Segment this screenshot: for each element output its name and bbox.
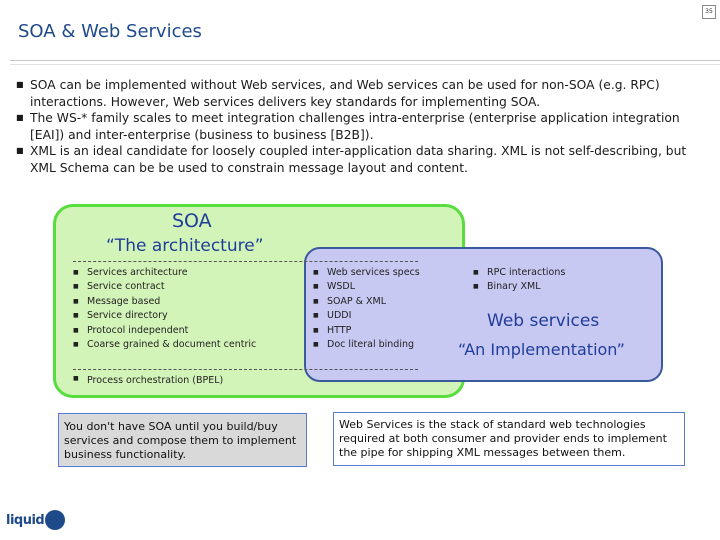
slide-title: SOA & Web Services [18,21,202,42]
list-item-text: Process orchestration (BPEL) [87,375,224,386]
list-item-text: SOAP & XML [327,295,387,307]
soa-note: You don't have SOA until you build/buy s… [58,413,307,467]
list-item-text: Message based [87,295,161,307]
list-item: ■ Coarse grained & document centric [73,338,256,352]
bullet-square-icon: ■ [73,312,79,320]
list-item-text: RPC interactions [487,267,566,278]
page-number: 35 [702,5,716,19]
bullet-square-icon: ■ [73,269,79,276]
logo-text: liquid [6,512,45,528]
list-item: ■ Doc literal binding [313,338,420,352]
bullet-square-icon: ■ [73,375,79,382]
title-divider-secondary [10,64,720,65]
list-item: ■ Process orchestration (BPEL) [73,375,223,386]
list-item: ■ Web services specs [313,266,420,280]
bullet-square-icon: ■ [73,283,79,291]
bullet-square-icon: ■ [313,341,319,349]
bullet-item: ■ The WS-* family scales to meet integrat… [16,110,706,143]
list-item-text: WSDL [327,281,356,293]
bullet-square-icon: ■ [313,283,319,291]
list-item-text: Protocol independent [87,324,189,336]
list-item-text: Web services specs [327,267,420,278]
dashed-divider-top [73,261,418,262]
list-item-text: UDDI [327,310,352,322]
bullet-text: SOA can be implemented without Web servi… [30,78,660,109]
bullet-text: The WS-* family scales to meet integrati… [30,111,680,142]
list-item: ■ WSDL [313,280,420,294]
bullet-square-icon: ■ [473,283,479,291]
bullet-list: ■ SOA can be implemented without Web serv… [16,77,706,176]
list-item-text: Service contract [87,281,165,293]
list-item: ■ UDDI [313,309,420,323]
title-divider [10,60,720,61]
list-item-text: Doc literal binding [327,339,415,351]
list-item: ■ RPC interactions [473,266,565,280]
web-services-region [304,247,663,382]
soa-title: SOA [172,210,212,232]
list-item: ■ Message based [73,295,256,309]
list-item: ■ SOAP & XML [313,295,420,309]
bullet-square-icon: ■ [16,113,24,122]
shared-list: ■ Web services specs ■ WSDL ■ SOAP & XML ■ U… [313,266,420,352]
web-services-list: ■ RPC interactions ■ Binary XML [473,266,565,295]
web-services-subtitle: “An Implementation” [458,340,625,359]
web-services-title: Web services [487,311,600,331]
bullet-square-icon: ■ [473,269,479,276]
list-item-text: Binary XML [487,281,541,293]
logo-circle-icon [45,510,66,530]
bullet-item: ■ XML is an ideal candidate for loosely c… [16,143,706,176]
soa-list: ■ Services architecture ■ Service contract… [73,266,256,352]
list-item-text: Services architecture [87,267,188,278]
list-item: ■ Service contract [73,280,256,294]
bullet-item: ■ SOA can be implemented without Web serv… [16,77,706,110]
list-item: ■ Protocol independent [73,324,256,338]
list-item-text: Service directory [87,310,168,322]
list-item: ■ Binary XML [473,280,565,294]
list-item: ■ HTTP [313,324,420,338]
list-item-text: HTTP [327,324,352,336]
company-logo: liquid [6,510,66,530]
bullet-square-icon: ■ [313,326,319,334]
soa-subtitle: “The architecture” [106,236,264,256]
bullet-square-icon: ■ [16,80,24,89]
bullet-square-icon: ■ [73,297,79,305]
bullet-text: XML is an ideal candidate for loosely co… [30,144,687,175]
dashed-divider-bottom [73,369,418,370]
bullet-square-icon: ■ [16,146,24,155]
bullet-square-icon: ■ [313,297,319,305]
list-item: ■ Service directory [73,309,256,323]
list-item: ■ Services architecture [73,266,256,280]
bullet-square-icon: ■ [73,341,79,349]
bullet-square-icon: ■ [73,326,79,334]
web-services-note: Web Services is the stack of standard we… [333,412,685,466]
bullet-square-icon: ■ [313,269,319,276]
bullet-square-icon: ■ [313,312,319,320]
list-item-text: Coarse grained & document centric [87,339,257,351]
